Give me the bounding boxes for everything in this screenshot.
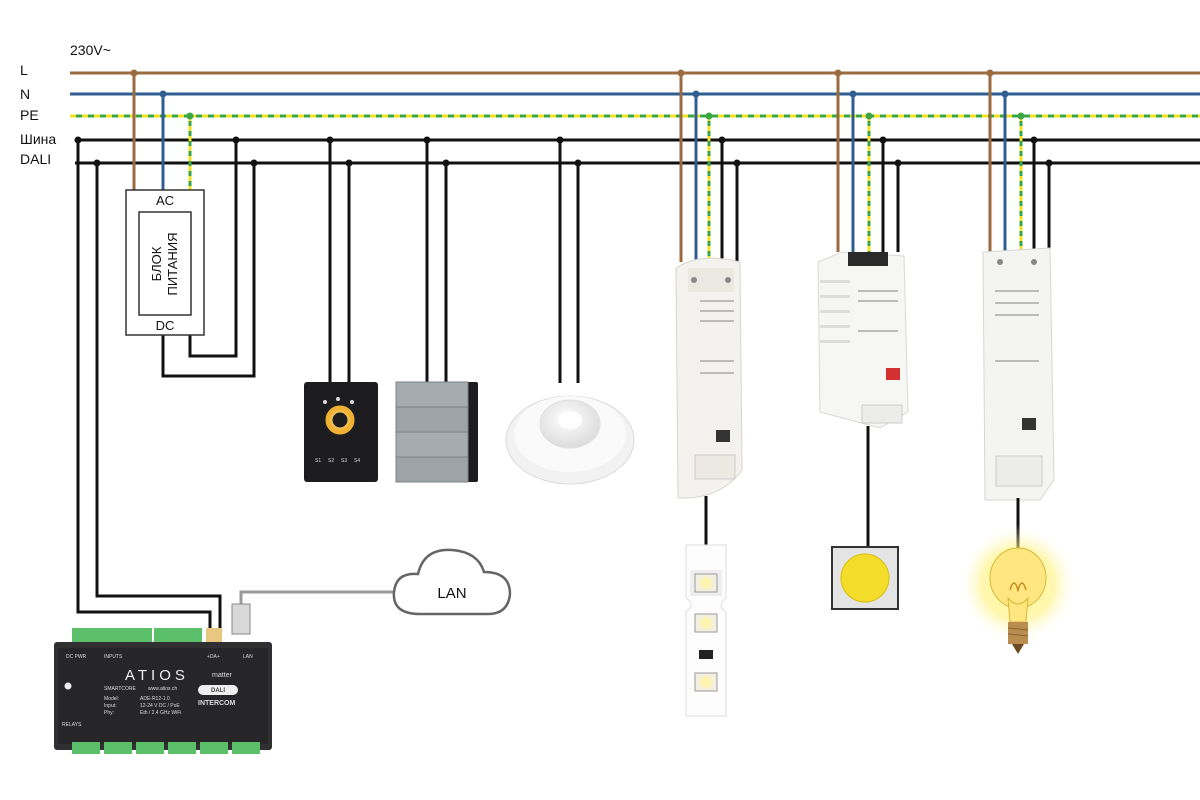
bus-label-n: N [20,86,30,102]
panel-btn-s1: S1 [315,458,321,464]
controller-model-val: ADE-R12-1.0 [140,696,170,702]
controller-brand: ATIOS [125,667,189,684]
controller-dali-badge: DALI [211,688,225,694]
controller-input-val: 12-24 V DC / PoE [140,703,180,709]
controller-da: +DA+ [207,654,220,660]
controller-input-key: Input: [104,703,117,709]
controller-phy-key: Phy: [104,710,114,716]
led-driver-bulb [982,247,1055,501]
controller-dc-pwr: DC PWR [66,654,87,660]
light-bulb [958,524,1078,654]
controller-phy-val: Eth / 2.4 GHz WiFi [140,710,181,716]
panel-btn-s2: S2 [328,458,334,464]
push-button-switch [395,381,478,483]
motion-sensor [505,395,635,485]
controller-sub: SMARTCORE [104,686,137,692]
controller-intercom: INTERCOM [198,700,236,707]
controller-lan: LAN [243,654,253,660]
controller-site: www.atios.ch [148,686,177,692]
atios-controller: DC PWR INPUTS +DA+ LAN ATIOS SMARTCORE w… [54,603,272,754]
voltage-label: 230V~ [70,42,111,58]
lan-cable [239,590,405,610]
controller-inputs: INPUTS [104,654,123,660]
psu-ac-label: AC [156,193,174,208]
led-driver-strip [675,257,743,499]
psu-dc-label: DC [156,318,175,333]
led-panel-light [831,546,899,610]
bus-label-dali-1: Шина [20,131,56,147]
led-driver-panel [817,251,909,429]
color-touch-panel: S1 S2 S3 S4 [304,382,378,482]
bus-label-l: L [20,62,28,78]
power-supply-unit: AC БЛОК ПИТАНИЯ DC [125,189,205,336]
controller-relays: RELAYS [62,722,82,728]
bus-label-dali-2: DALI [20,151,51,167]
lan-cloud-label: LAN [437,585,466,602]
panel-btn-s4: S4 [354,458,360,464]
panel-btn-s3: S3 [341,458,347,464]
led-strip [685,544,727,717]
bus-label-pe: PE [20,107,39,123]
dali-wires-controller [76,140,222,640]
controller-model-key: Model: [104,696,119,702]
controller-matter: matter [212,672,233,679]
lan-cloud: LAN [392,548,512,616]
psu-title-line-2: ПИТАНИЯ [165,233,180,296]
psu-title-line-1: БЛОК [149,246,164,281]
